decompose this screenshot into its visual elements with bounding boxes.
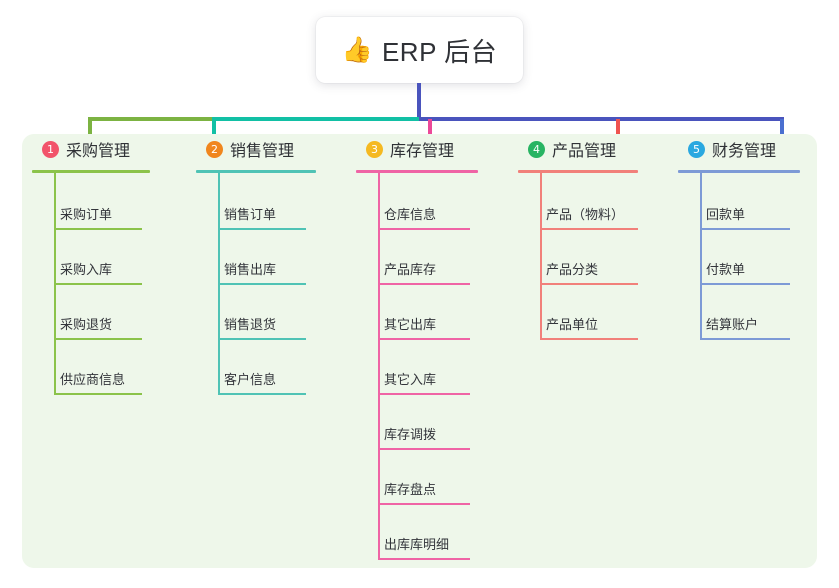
branch-header-rule-3 [356, 170, 478, 173]
branch-header-1[interactable]: 1 采购管理 [32, 134, 130, 164]
branch-header-rule-4 [518, 170, 638, 173]
branch-item-label[interactable]: 产品分类 [546, 262, 599, 277]
branch-header-4[interactable]: 4 产品管理 [518, 134, 616, 164]
branch-item-rule [700, 283, 790, 285]
branch-item-label[interactable]: 客户信息 [224, 372, 277, 387]
branch-item-rule [218, 338, 306, 340]
thumbs-up-icon: 👍 [341, 35, 373, 64]
branch-item-rule [54, 393, 142, 395]
branch-header-rule-1 [32, 170, 150, 173]
branch-item-label[interactable]: 回款单 [706, 207, 746, 222]
branch-header-2[interactable]: 2 销售管理 [196, 134, 294, 164]
branch-item-rule [700, 338, 790, 340]
branch-item-label[interactable]: 结算账户 [706, 317, 759, 332]
branch-item-rule [378, 558, 470, 560]
branch-item-label[interactable]: 供应商信息 [60, 372, 126, 387]
branch-item-label[interactable]: 库存盘点 [384, 482, 437, 497]
root-node-content: 👍 ERP 后台 [342, 32, 497, 69]
branch-item-label[interactable]: 付款单 [706, 262, 746, 277]
branch-badge-4: 4 [528, 140, 545, 158]
branch-title-3: 库存管理 [390, 143, 455, 160]
branch-item-label[interactable]: 出库库明细 [384, 537, 450, 552]
branch-title-1: 采购管理 [66, 143, 131, 160]
bus-segment-left [88, 117, 216, 121]
branch-stub-5 [780, 119, 784, 142]
branch-item-label[interactable]: 产品库存 [384, 262, 437, 277]
branch-item-label[interactable]: 产品单位 [546, 317, 599, 332]
branch-item-rule [378, 228, 470, 230]
branch-item-rule [54, 228, 142, 230]
branch-item-rule [54, 283, 142, 285]
branch-title-4: 产品管理 [552, 143, 617, 160]
branch-item-label[interactable]: 其它出库 [384, 317, 437, 332]
branch-item-rule [378, 448, 470, 450]
branch-stub-4 [616, 119, 620, 142]
branch-title-5: 财务管理 [712, 143, 777, 160]
root-connector-line [417, 83, 421, 121]
root-node-card[interactable]: 👍 ERP 后台 [316, 17, 523, 83]
branch-header-3[interactable]: 3 库存管理 [356, 134, 454, 164]
bus-segment-right [419, 117, 784, 121]
branch-column-5[interactable]: 5 财务管理回款单付款单结算账户 [678, 134, 800, 340]
branch-trunk-3 [378, 173, 380, 558]
branch-item-label[interactable]: 销售退货 [224, 317, 277, 332]
branch-item-rule [378, 503, 470, 505]
branch-column-4[interactable]: 4 产品管理产品（物料） 产品分类产品单位 [518, 134, 638, 340]
branch-header-rule-5 [678, 170, 800, 173]
branch-item-rule [54, 338, 142, 340]
branch-trunk-5 [700, 173, 702, 338]
branch-item-rule [540, 283, 638, 285]
branch-badge-2: 2 [206, 140, 223, 158]
branch-header-5[interactable]: 5 财务管理 [678, 134, 776, 164]
branch-badge-3: 3 [366, 140, 383, 158]
branch-item-label[interactable]: 产品（物料） [546, 207, 625, 222]
branch-item-rule [540, 228, 638, 230]
branch-stub-2 [212, 119, 216, 142]
branch-item-label[interactable]: 销售出库 [224, 262, 277, 277]
branch-stub-1 [88, 119, 92, 142]
branch-trunk-4 [540, 173, 542, 338]
branch-column-3[interactable]: 3 库存管理仓库信息产品库存其它出库其它入库库存调拨库存盘点出库库明细 [356, 134, 478, 560]
branch-column-2[interactable]: 2 销售管理销售订单销售出库销售退货客户信息 [196, 134, 316, 395]
branch-item-label[interactable]: 采购退货 [60, 317, 113, 332]
branches-panel: 1 采购管理采购订单采购入库采购退货供应商信息 2 销售管理销售订单销售出库销售退货客… [22, 134, 817, 568]
branch-item-label[interactable]: 库存调拨 [384, 427, 437, 442]
bus-segment-middle [212, 117, 421, 121]
branch-item-rule [378, 338, 470, 340]
branch-item-rule [378, 283, 470, 285]
branch-item-rule [218, 228, 306, 230]
branch-item-label[interactable]: 其它入库 [384, 372, 437, 387]
branch-title-2: 销售管理 [230, 143, 295, 160]
branch-item-rule [218, 393, 306, 395]
branch-item-label[interactable]: 采购入库 [60, 262, 113, 277]
page-title: ERP 后台 [381, 36, 498, 67]
branch-badge-1: 1 [42, 140, 59, 158]
branch-column-1[interactable]: 1 采购管理采购订单采购入库采购退货供应商信息 [32, 134, 150, 395]
branch-item-label[interactable]: 销售订单 [224, 207, 277, 222]
branch-header-rule-2 [196, 170, 316, 173]
branch-stub-3 [428, 119, 432, 142]
branch-badge-5: 5 [688, 140, 705, 158]
branch-item-rule [540, 338, 638, 340]
branch-item-rule [378, 393, 470, 395]
branch-item-rule [700, 228, 790, 230]
branch-item-rule [218, 283, 306, 285]
branch-item-label[interactable]: 采购订单 [60, 207, 113, 222]
branch-item-label[interactable]: 仓库信息 [384, 207, 437, 222]
